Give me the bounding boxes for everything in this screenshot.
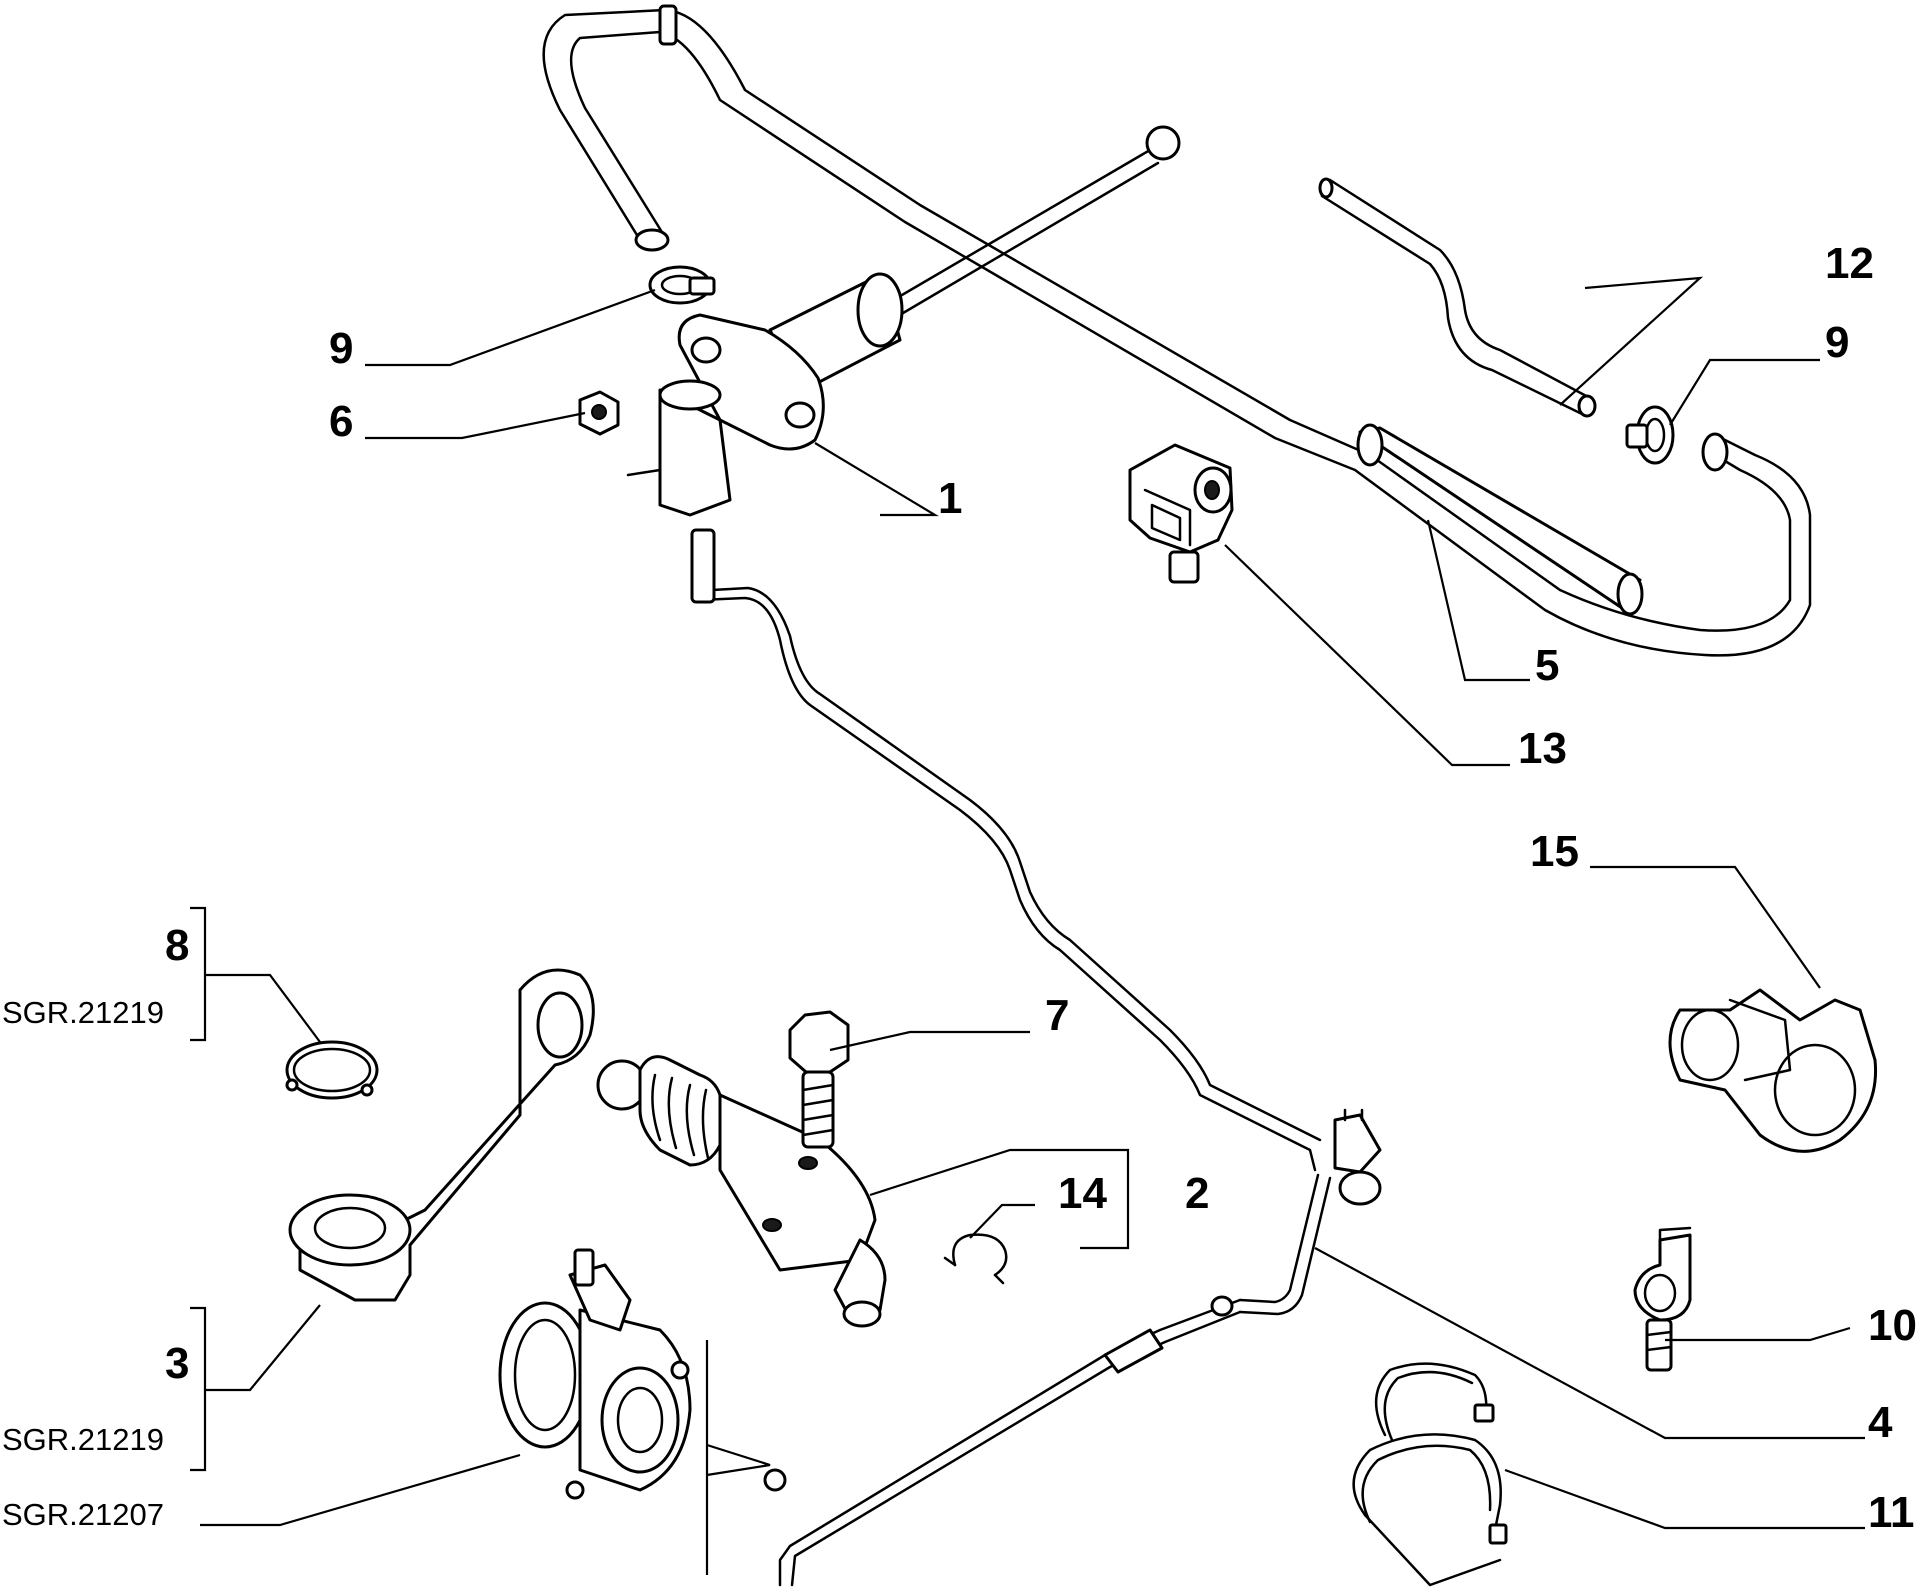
bolt-part-7 [788,1010,850,1149]
leader-1 [814,442,939,517]
single-clip-part-10 [1633,1226,1692,1372]
group-bracket-8 [190,906,207,1042]
reference-label-3: SGR.21219 [2,1422,164,1457]
reference-label-8: SGR.21219 [2,995,164,1030]
retaining-clip-part-14 [943,1233,1008,1285]
leader-2 [869,1148,1080,1197]
leader-11 [1504,1468,1865,1530]
circlip-part-8 [285,1040,379,1100]
slave-cylinder-part-2 [596,1055,887,1328]
reference-label-bearing: SGR.21207 [2,1497,164,1532]
leader-6 [365,411,586,440]
leader-7 [829,1030,1030,1052]
leader-9a [365,288,656,367]
callout-14: 14 [1058,1169,1107,1218]
callout-4: 4 [1868,1398,1893,1447]
leader-14 [969,1203,1035,1239]
callout-9-right: 9 [1825,318,1849,367]
group-bracket-2-14 [1080,1148,1130,1250]
hose-clamp-part-9-right [1625,405,1675,465]
callout-11: 11 [1868,1488,1915,1537]
leader-13 [1224,544,1510,767]
leader-9b [1669,358,1820,426]
leader-5 [1426,519,1530,682]
group-bracket-bearing [705,1340,771,1575]
hose-clamp-part-9-left [648,265,716,305]
callout-9-left: 9 [329,324,353,373]
hydraulic-pipe-part-4 [690,528,1382,1587]
callout-12: 12 [1825,239,1874,288]
clutch-master-cylinder-part-1 [626,125,1181,517]
release-fork-lever-part-3 [288,968,595,1302]
callout-1: 1 [938,474,962,523]
leader-12 [1559,276,1704,406]
leader-4 [1314,1247,1865,1440]
short-hose-part-12 [1318,177,1597,418]
callout-6: 6 [329,397,353,446]
leader-8 [205,973,321,1043]
callout-7: 7 [1045,991,1069,1040]
leader-10 [1665,1326,1851,1342]
callout-5: 5 [1535,641,1559,690]
leader-15 [1590,865,1821,989]
bracket-part-13 [1128,443,1234,584]
reservoir-hose-part-5 [542,4,1812,657]
callout-13: 13 [1518,724,1567,773]
callout-10: 10 [1868,1301,1917,1350]
leader-bearing [200,1453,521,1527]
cable-ties-part-11 [1352,1362,1508,1587]
group-bracket-3 [190,1306,207,1472]
leader-lines [200,276,1865,1530]
nut-part-6 [578,390,620,436]
callout-15: 15 [1530,827,1579,876]
callout-8: 8 [165,921,189,970]
release-bearing [498,1248,692,1500]
callout-3: 3 [165,1339,189,1388]
double-clip-part-15 [1668,988,1878,1153]
leader-3 [205,1304,321,1392]
callout-2: 2 [1185,1169,1209,1218]
